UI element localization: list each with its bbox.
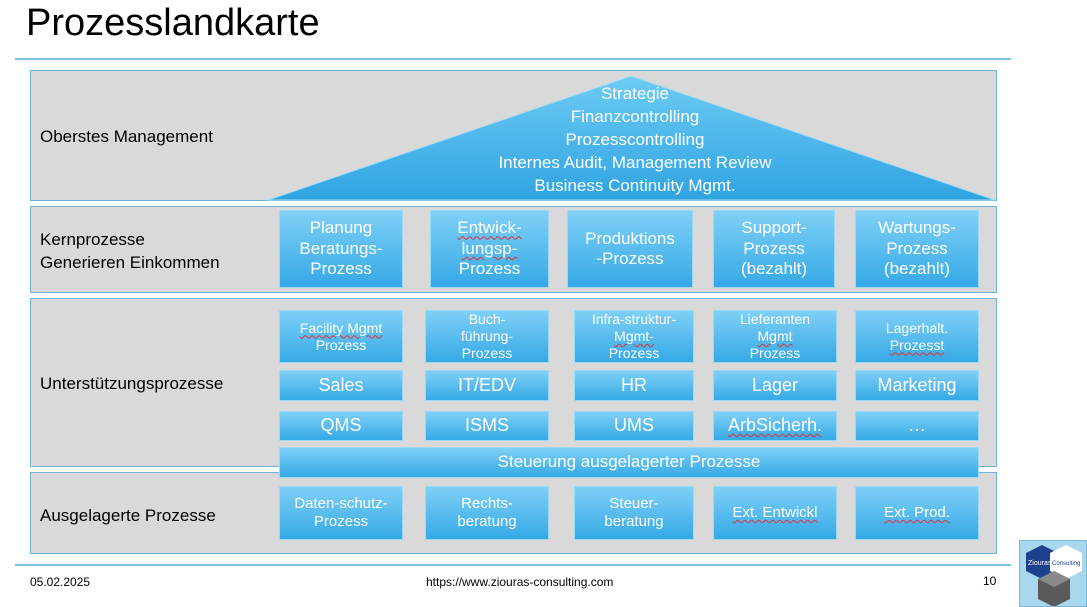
support-box-marketing-label: Marketing xyxy=(877,374,957,395)
band-label-management: Oberstes Management xyxy=(40,127,213,146)
outsourced-box-rechtsberatung-line1: Rechts- xyxy=(461,495,513,512)
support-box-facility-line2: Prozess xyxy=(315,336,367,353)
support-box-lager[interactable]: Lager xyxy=(713,370,837,401)
steuerung-bar-label: Steuerung ausgelagerter Prozesse xyxy=(497,452,761,472)
support-box-buchfuehrung-line1: Buch- xyxy=(468,311,506,328)
support-box-it-edv[interactable]: IT/EDV xyxy=(425,370,549,401)
support-box-lieferanten-line2: Mgmt xyxy=(757,328,793,345)
roof-line-audit: Internes Audit, Management Review xyxy=(498,153,772,172)
logo-text-1: Ziouras xyxy=(1028,560,1052,567)
outsourced-box-datenschutz-line1: Daten-schutz- xyxy=(294,495,388,512)
outsourced-box-steuerberatung-line1: Steuer- xyxy=(609,495,659,512)
support-box-ums[interactable]: UMS xyxy=(574,411,694,441)
outsourced-box-ext-entwickl[interactable]: Ext. Entwickl xyxy=(713,486,837,540)
kern-box-entwicklung[interactable]: Entwick-lungsp-Prozess xyxy=(430,210,549,288)
roof-line-strategie: Strategie xyxy=(600,84,670,103)
support-box-isms-label: ISMS xyxy=(464,415,509,436)
support-box-infrastruktur[interactable]: Infra-struktur-Mgmt-Prozess xyxy=(574,310,694,363)
kern-box-planung-line1: Planung xyxy=(309,218,373,238)
support-box-isms[interactable]: ISMS xyxy=(425,411,549,441)
kern-box-wartung-line1: Wartungs- xyxy=(878,218,956,238)
support-box-lagerhaltung[interactable]: Lagerhalt.Prozesst xyxy=(855,310,979,363)
page-number: 10 xyxy=(983,574,997,588)
outsourced-box-rechtsberatung[interactable]: Rechts-beratung xyxy=(425,486,549,540)
roof-line-bcm: Business Continuity Mgmt. xyxy=(534,176,736,195)
kern-box-produktion-line2: -Prozess xyxy=(596,249,664,268)
kern-box-entwicklung-line2: lungsp- xyxy=(461,238,518,258)
support-box-lager-label: Lager xyxy=(751,374,799,395)
outsourced-box-steuerberatung[interactable]: Steuer-beratung xyxy=(574,486,694,540)
kern-box-planung-line3: Prozess xyxy=(310,259,372,279)
support-box-sales[interactable]: Sales xyxy=(279,370,403,401)
logo-text-2: Consulting xyxy=(1052,561,1080,567)
band-label-kern: Kernprozesse Generieren Einkommen xyxy=(40,228,220,274)
support-box-infrastruktur-line1: Infra-struktur- xyxy=(591,311,676,328)
outsourced-box-steuerberatung-line2: beratung xyxy=(604,513,664,530)
support-box-it-edv-label: IT/EDV xyxy=(457,374,516,395)
kern-box-planung-line2: Beratungs- xyxy=(299,238,383,258)
outsourced-box-datenschutz-line2: Prozess xyxy=(313,513,369,530)
support-box-buchfuehrung[interactable]: Buch-führung-Prozess xyxy=(425,310,549,363)
support-box-marketing[interactable]: Marketing xyxy=(855,370,979,401)
kern-box-support-line3: (bezahlt) xyxy=(740,259,808,279)
kern-box-support-line1: Support- xyxy=(741,218,807,238)
kern-box-produktion[interactable]: Produktions-Prozess xyxy=(567,210,693,288)
support-box-lieferanten-line1: Lieferanten xyxy=(739,311,811,328)
support-box-arbsicherh[interactable]: ArbSicherh. xyxy=(713,411,837,441)
support-box-more-label: … xyxy=(908,415,926,436)
kern-box-wartung[interactable]: Wartungs-Prozess(bezahlt) xyxy=(855,210,979,288)
band-label-support: Unterstützungsprozesse xyxy=(40,374,224,393)
outsourced-box-datenschutz[interactable]: Daten-schutz-Prozess xyxy=(279,486,403,540)
kern-box-entwicklung-line3: Prozess xyxy=(458,259,521,279)
band-label-kern-line1: Kernprozesse xyxy=(40,230,145,249)
company-logo: Ziouras Consulting xyxy=(1019,540,1087,607)
kern-box-wartung-line2: Prozess xyxy=(886,238,948,258)
outsourced-box-ext-prod-label: Ext. Prod. xyxy=(884,504,950,521)
support-box-qms-label: QMS xyxy=(320,415,362,436)
support-box-ums-label: UMS xyxy=(614,415,654,436)
roof-line-prozesscontrolling: Prozesscontrolling xyxy=(565,130,705,149)
roof-line-finanzcontrolling: Finanzcontrolling xyxy=(570,107,700,126)
outsourced-box-ext-prod[interactable]: Ext. Prod. xyxy=(855,486,979,540)
kern-box-support[interactable]: Support-Prozess(bezahlt) xyxy=(713,210,835,288)
support-box-lagerhaltung-line2: Prozesst xyxy=(889,336,945,353)
footer-url[interactable]: https://www.ziouras-consulting.com xyxy=(426,575,614,589)
support-box-arbsicherh-label: ArbSicherh. xyxy=(727,415,823,436)
support-box-sales-label: Sales xyxy=(318,374,364,395)
title-divider xyxy=(15,58,1011,60)
support-box-qms[interactable]: QMS xyxy=(279,411,403,441)
support-box-infrastruktur-line3: Prozess xyxy=(608,344,660,361)
kern-box-entwicklung-line1: Entwick- xyxy=(457,218,522,238)
support-box-infrastruktur-line2: Mgmt- xyxy=(614,328,654,345)
support-box-more[interactable]: … xyxy=(855,411,979,441)
steuerung-bar[interactable]: Steuerung ausgelagerter Prozesse xyxy=(279,447,979,478)
support-box-lieferanten-line3: Prozess xyxy=(749,344,801,361)
support-box-facility-line1: Facility Mgmt xyxy=(299,319,383,336)
support-box-hr-label: HR xyxy=(621,374,647,395)
support-box-buchfuehrung-line3: Prozess xyxy=(461,344,513,361)
kern-box-wartung-line3: (bezahlt) xyxy=(883,259,951,279)
logo-icon: Ziouras Consulting xyxy=(1026,545,1082,606)
band-label-outsourced: Ausgelagerte Prozesse xyxy=(40,506,216,525)
footer-divider xyxy=(15,564,1011,566)
outsourced-box-rechtsberatung-line2: beratung xyxy=(457,513,517,530)
kern-box-produktion-line1: Produktions xyxy=(585,228,675,248)
footer-date: 05.02.2025 xyxy=(30,575,91,589)
support-box-buchfuehrung-line2: führung- xyxy=(460,328,514,345)
support-box-hr[interactable]: HR xyxy=(574,370,694,401)
kern-box-support-line2: Prozess xyxy=(743,238,805,258)
outsourced-box-ext-entwickl-label: Ext. Entwickl xyxy=(732,504,818,521)
slide-title: Prozesslandkarte xyxy=(26,2,320,44)
roof-text: Strategie Finanzcontrolling Prozesscontr… xyxy=(400,82,870,197)
band-label-kern-line2: Generieren Einkommen xyxy=(40,253,220,272)
support-box-lagerhaltung-line1: Lagerhalt. xyxy=(885,319,949,336)
